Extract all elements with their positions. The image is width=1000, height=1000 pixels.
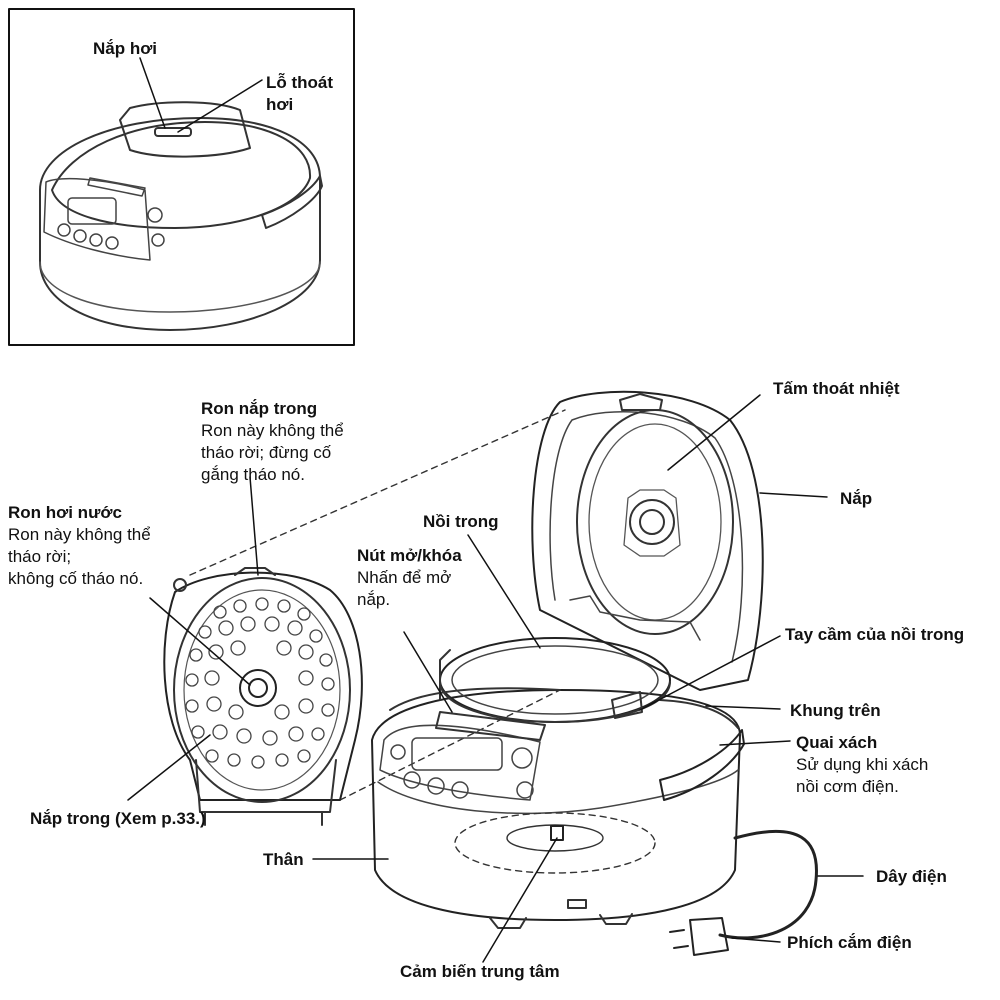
steam-seal-desc-2: tháo rời; (8, 547, 72, 566)
open-button-desc-1: Nhấn để mở (357, 568, 452, 587)
label-inner-lid: Nắp trong (Xem p.33.) (30, 809, 206, 828)
label-inner-pot-handle: Tay cầm của nồi trong (785, 625, 965, 644)
label-lid: Nắp (840, 489, 873, 508)
label-steam-vent: Lỗ thoát hơi (266, 73, 334, 114)
label-power-plug: Phích cắm điện (787, 933, 912, 952)
inner-lid-seal-desc-1: Ron này không thể (201, 421, 344, 440)
label-heat-plate: Tấm thoát nhiệt (773, 379, 900, 398)
label-carry-handle: Quai xách Sử dụng khi xách nồi cơm điện. (796, 732, 928, 798)
steam-seal-desc-1: Ron này không thể (8, 525, 151, 544)
label-body: Thân (263, 850, 304, 869)
steam-seal-desc-3: không cố tháo nó. (8, 569, 144, 588)
inner-lid-seal-desc-3: gắng tháo nó. (201, 465, 305, 484)
carry-handle-title: Quai xách (796, 733, 878, 752)
main-cooker-drawing (312, 390, 864, 963)
steam-seal-title: Ron hơi nước (8, 503, 122, 522)
label-steam-cap: Nắp hơi (93, 39, 158, 58)
label-inner-pot: Nồi trong (423, 512, 499, 531)
label-upper-frame: Khung trên (790, 701, 881, 720)
carry-handle-desc-1: Sử dụng khi xách (796, 755, 929, 774)
inner-lid-drawing (127, 476, 363, 826)
inner-lid-seal-title: Ron nắp trong (201, 399, 318, 418)
open-button-desc-2: nắp. (357, 590, 391, 609)
label-inner-lid-seal: Ron nắp trong Ron này không thể tháo rời… (201, 398, 344, 486)
label-power-cord: Dây điện (876, 867, 947, 886)
label-open-button: Nút mở/khóa Nhấn để mở nắp. (357, 545, 462, 611)
carry-handle-desc-2: nồi cơm điện. (796, 777, 899, 796)
inner-lid-seal-desc-2: tháo rời; đừng cố (201, 443, 332, 462)
inset-panel (8, 8, 355, 346)
label-steam-seal: Ron hơi nước Ron này không thể tháo rời;… (8, 502, 151, 590)
projection-lines (189, 409, 566, 801)
label-center-sensor: Cảm biến trung tâm (400, 962, 560, 981)
open-button-title: Nút mở/khóa (357, 546, 462, 565)
